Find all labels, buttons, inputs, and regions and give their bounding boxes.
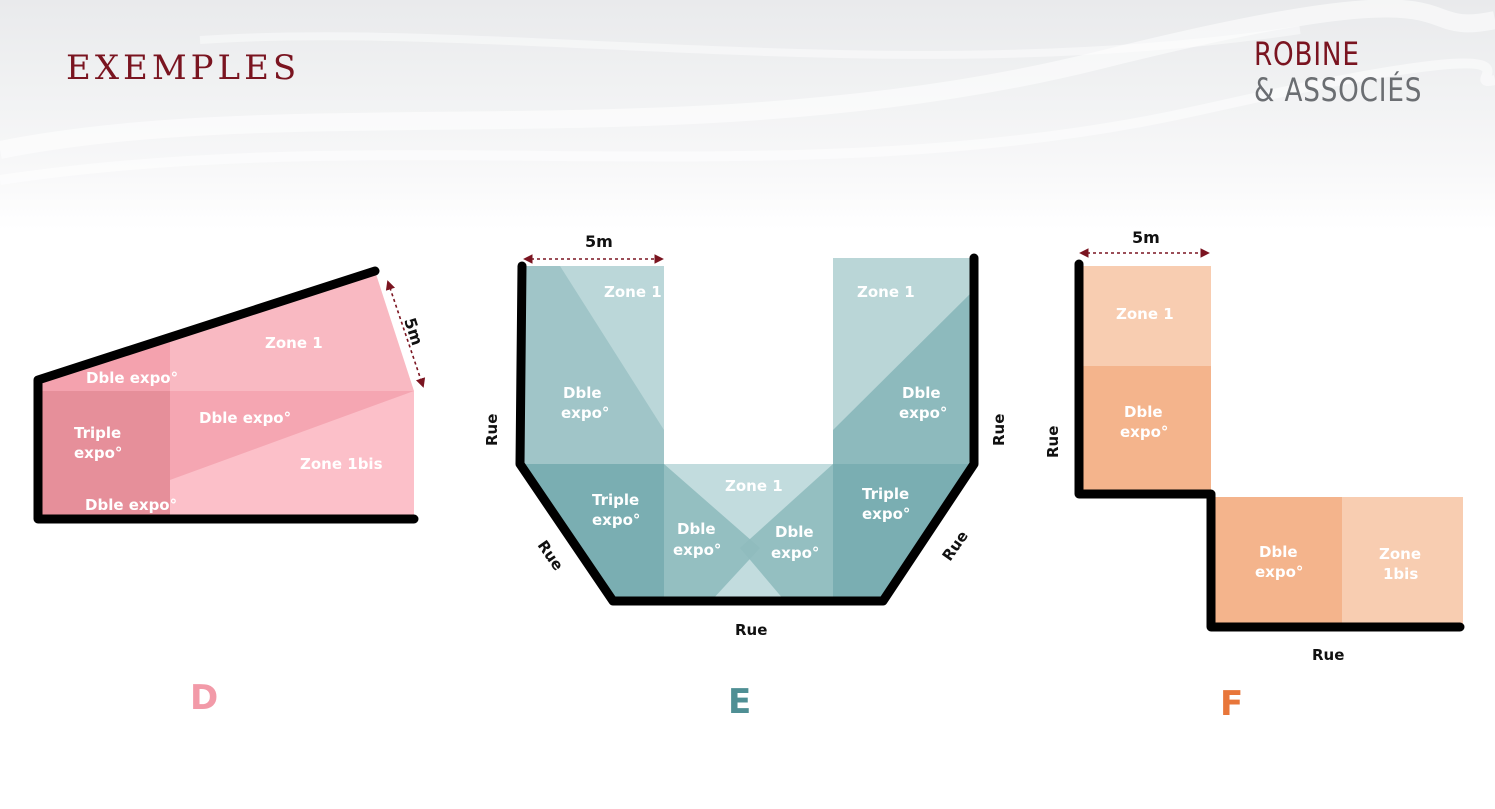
e-rue-bottom-left: Rue [534,537,567,574]
d-dble-top-label: Dble expo° [86,369,178,387]
d-measure-label: 5m [400,315,427,347]
e-bottom-right [833,464,974,601]
e-dble-left-2: expo° [561,404,609,422]
f-zone1-label: Zone 1 [1116,305,1174,323]
page-title: EXEMPLES [66,48,301,88]
diagram-d: 5m Zone 1 Dble expo° Triple expo° Dble e… [33,266,427,524]
e-dble-right-2: expo° [899,404,947,422]
e-dble-cl-1: Dble [677,520,716,538]
diagram-d-letter: D [190,678,219,718]
f-dble-2: expo° [1120,423,1168,441]
f-dble2-2: expo° [1255,563,1303,581]
f-dble2-area [1211,497,1342,627]
f-zone1bis-2: 1bis [1383,565,1418,583]
d-zone1bis-area [170,391,414,519]
d-dble-mid-label: Dble expo° [199,409,291,427]
f-dble2-1: Dble [1259,543,1298,561]
d-zone1-label: Zone 1 [265,334,323,352]
company-logo: ROBINE & ASSOCIÉS [1254,38,1459,106]
d-wall [33,266,419,524]
f-wall [1074,259,1465,632]
background-swoosh [0,0,1495,185]
f-zone1bis-area [1342,497,1463,627]
e-right-arm-dark [833,290,974,464]
e-dble-right-1: Dble [902,384,941,402]
e-center-tri-right [740,464,833,600]
e-measure-label: 5m [585,232,613,251]
e-dble-cr-2: expo° [771,544,819,562]
e-rue-bottom: Rue [735,621,767,639]
d-triple-label-2: expo° [74,444,122,462]
e-zone1-right-label: Zone 1 [857,283,915,301]
e-center-tri-left [664,464,760,600]
e-rue-right: Rue [990,414,1008,446]
e-bottom-left [520,464,664,601]
e-left-arm-light [560,266,664,430]
e-rue-bottom-right: Rue [939,527,972,564]
diagram-f: 5m Zone 1 Dble expo° Dble expo° Zone 1bi… [1044,228,1465,664]
e-triple-left-2: expo° [592,511,640,529]
e-triple-right-1: Triple [862,485,909,503]
e-triple-right-2: expo° [862,505,910,523]
f-zone1-area [1079,266,1211,366]
e-zone1-left-label: Zone 1 [604,283,662,301]
logo-line-1: ROBINE [1253,35,1360,73]
diagram-e-letter: E [728,682,752,722]
f-rue-left: Rue [1044,426,1062,458]
d-triple-area [38,391,170,519]
d-measure-arrow [385,280,426,388]
e-triple-left-1: Triple [592,491,639,509]
logo-line-2: & ASSOCIÉS [1253,71,1423,109]
f-zone1bis-1: Zone [1379,545,1421,563]
diagram-e: 5m Zone 1 Zone 1 Dble expo° Dble expo° Z… [483,232,1008,639]
e-zone1-center-label: Zone 1 [725,477,783,495]
f-dble-area [1079,366,1211,494]
f-dble-1: Dble [1124,403,1163,421]
diagram-f-letter: F [1220,684,1244,724]
f-rue-bottom: Rue [1312,646,1344,664]
d-dble-bottom-label: Dble expo° [85,496,177,514]
e-dble-left-1: Dble [563,384,602,402]
e-dble-cr-1: Dble [775,523,814,541]
e-rue-left: Rue [483,414,501,446]
e-wall [515,253,979,606]
d-zone1bis-label: Zone 1bis [300,455,383,473]
f-measure-label: 5m [1132,228,1160,247]
e-dble-cl-2: expo° [673,541,721,559]
d-triple-label-1: Triple [74,424,121,442]
